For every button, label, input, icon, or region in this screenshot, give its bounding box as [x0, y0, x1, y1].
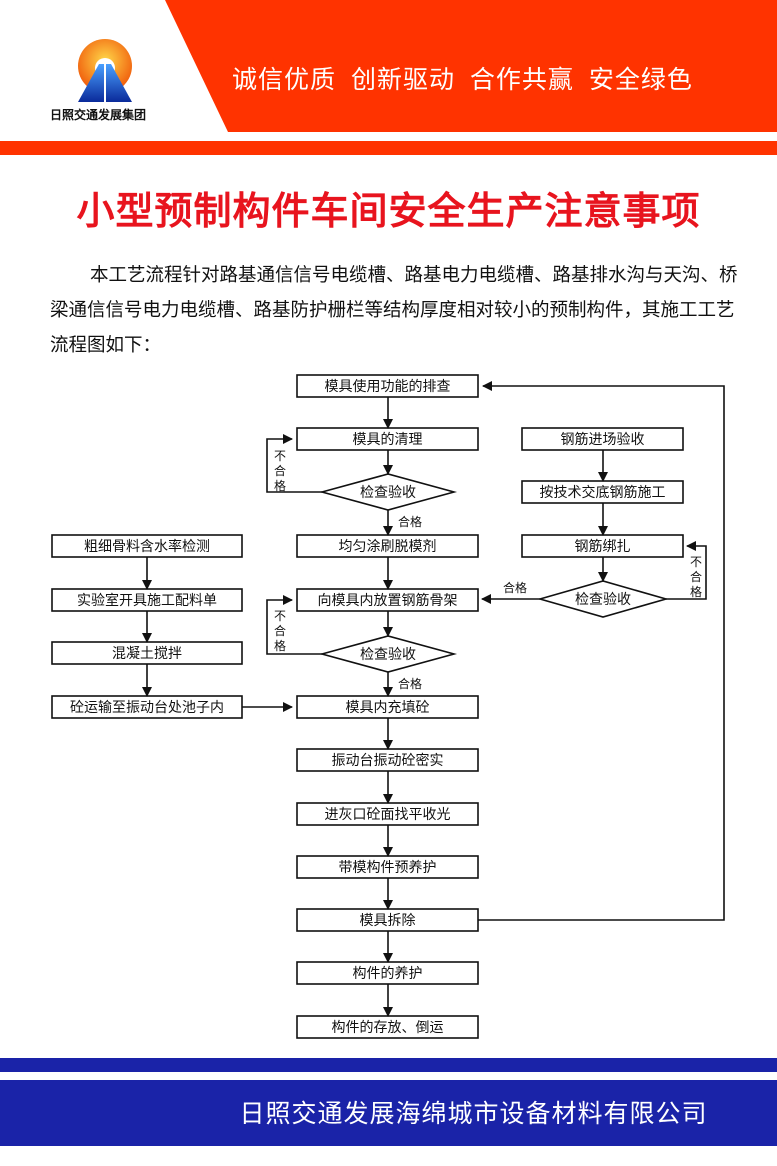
rebar-step-box-1-label: 按技术交底钢筋施工 [540, 484, 666, 501]
return-loop-arrow [478, 381, 725, 921]
fail-label: 合 [274, 623, 286, 638]
pass-label: 合格 [398, 514, 422, 529]
fail-loop-arrow [266, 434, 322, 493]
fail-label: 不 [690, 555, 702, 569]
concrete-step-box-1-label: 实验室开具施工配料单 [77, 592, 217, 609]
check-diamond-2 [318, 635, 458, 673]
fail-label: 格 [690, 584, 702, 599]
concrete-step-box-3-label: 砼运输至振动台处池子内 [70, 700, 224, 716]
check-diamond-1 [318, 473, 458, 511]
company-logo-text: 日照交通发展集团 [50, 108, 147, 122]
step-box-8-label: 模具拆除 [360, 913, 416, 929]
step-box-3-label: 向模具内放置钢筋骨架 [318, 592, 458, 609]
step-box-2-label: 均匀涂刷脱模剂 [339, 539, 437, 555]
step-box-9-label: 构件的养护 [353, 966, 423, 982]
slogan: 诚信优质 创新驱动 合作共赢 安全绿色 [232, 65, 693, 94]
pass-label: 合格 [398, 676, 422, 691]
fail-loop-arrow [666, 541, 707, 600]
rebar-step-box-0-label: 钢筋进场验收 [561, 431, 645, 448]
fail-label: 合 [274, 463, 286, 478]
footer-banner [0, 1080, 777, 1146]
concrete-step-box-2-label: 混凝土搅拌 [112, 646, 182, 662]
fail-label: 合 [690, 569, 702, 584]
page-title: 小型预制构件车间安全生产注意事项 [76, 189, 701, 233]
intro-paragraph: 本工艺流程针对路基通信信号电缆槽、路基电力电缆槽、路基排水沟与天沟、桥梁通信信号… [50, 265, 738, 356]
rebar-check-diamond-label: 检查验收 [575, 592, 631, 608]
step-box-5-label: 振动台振动砼密实 [332, 752, 444, 769]
step-box-7-label: 带模构件预养护 [339, 860, 437, 876]
step-box-1-label: 模具的清理 [353, 432, 423, 448]
company-logo-icon [78, 39, 132, 102]
header-banner [165, 0, 777, 132]
process-flowchart: 模具使用功能的排查模具的清理均匀涂刷脱模剂向模具内放置钢筋骨架模具内充填砼振动台… [51, 374, 725, 1039]
check-diamond-2-label: 检查验收 [360, 647, 416, 663]
step-box-0-label: 模具使用功能的排查 [325, 378, 451, 395]
concrete-step-box-0-label: 粗细骨料含水率检测 [84, 538, 210, 555]
fail-label: 不 [274, 609, 286, 623]
fail-loop-arrow [266, 595, 322, 655]
fail-label: 格 [274, 478, 286, 493]
rebar-step-box-2-label: 钢筋绑扎 [575, 538, 631, 555]
footer-company-name: 日照交通发展海绵城市设备材料有限公司 [239, 1099, 708, 1128]
footer-stripe [0, 1058, 777, 1072]
step-box-6-label: 进灰口砼面找平收光 [325, 807, 451, 823]
pass-label: 合格 [503, 580, 527, 595]
step-box-10-label: 构件的存放、倒运 [332, 1020, 444, 1036]
check-diamond-1-label: 检查验收 [360, 485, 416, 501]
fail-label: 不 [274, 449, 286, 463]
step-box-4-label: 模具内充填砼 [346, 700, 430, 716]
header-stripe [0, 141, 777, 155]
fail-label: 格 [274, 638, 286, 653]
